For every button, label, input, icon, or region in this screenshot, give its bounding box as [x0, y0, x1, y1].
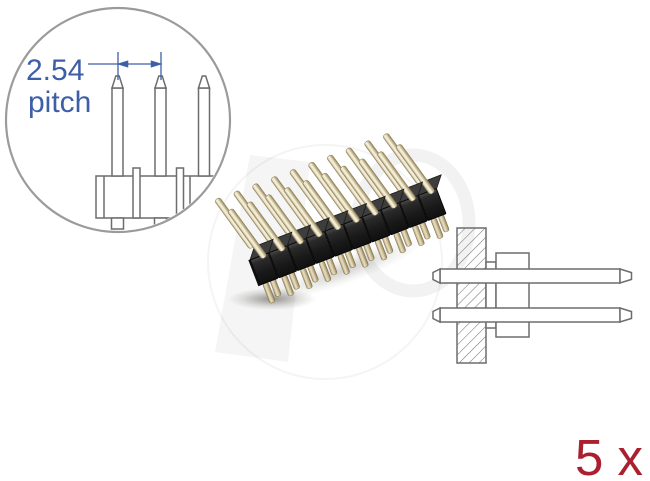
pcb-panel-hatched	[456, 227, 487, 364]
header-pin-top	[432, 267, 633, 285]
header-left-endcap	[248, 259, 261, 287]
cross-section-diagram	[432, 227, 633, 364]
pitch-detail-diagram	[4, 6, 232, 234]
header-pin-bottom	[432, 306, 633, 324]
pin-header-photo	[213, 119, 463, 310]
header-housing	[495, 252, 530, 338]
pitch-unit-label: pitch	[28, 86, 92, 119]
quantity-label: 5 x	[574, 429, 643, 481]
pitch-value-label: 2.54	[26, 54, 85, 87]
pitch-dimension-arrows	[88, 52, 163, 80]
